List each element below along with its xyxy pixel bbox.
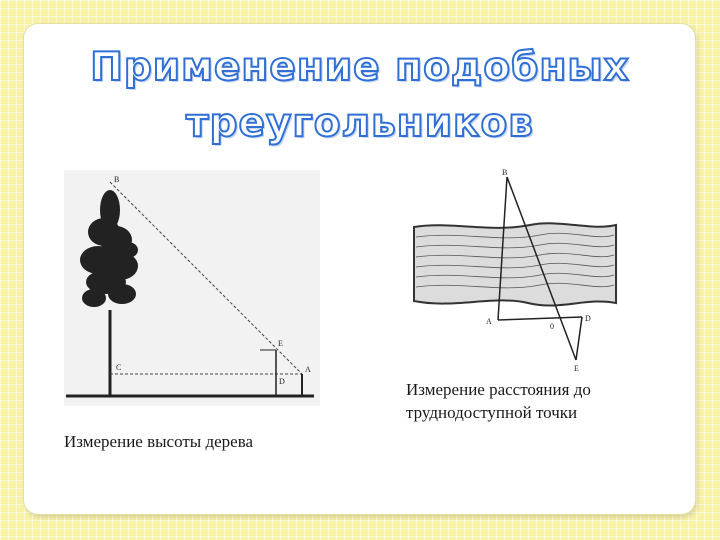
label-d: D: [279, 377, 285, 386]
tree-height-diagram: B E C D A: [64, 170, 320, 406]
line-ba: [497, 176, 508, 321]
line-be: [506, 176, 577, 361]
river-ripples: [415, 232, 615, 289]
label-c: C: [116, 363, 121, 372]
line-de: [575, 316, 583, 361]
label-b: B: [502, 168, 507, 177]
line-ad: [497, 316, 583, 321]
tree-height-figure: B E C D A: [64, 170, 320, 406]
slide-title-line-2: треугольников: [185, 100, 534, 147]
river-caption-line-1: Измерение расстояния до: [406, 380, 591, 399]
tree-foliage: [80, 190, 138, 307]
slide-title-line-1: Применение подобных: [89, 44, 630, 91]
tree-figure-caption: Измерение высоты дерева: [64, 432, 254, 451]
river-figure-caption: Измерение расстояния до труднодоступной …: [406, 378, 706, 424]
label-a: A: [305, 365, 311, 374]
label-e: E: [278, 339, 283, 348]
river-distance-diagram: B A 0 D E: [410, 165, 620, 375]
label-d: D: [585, 314, 591, 323]
river-caption-line-2: труднодоступной точки: [406, 403, 578, 422]
label-b: B: [114, 175, 119, 184]
label-e: E: [574, 364, 579, 373]
sight-line: [109, 181, 303, 375]
label-o: 0: [550, 322, 554, 331]
river-distance-figure: B A 0 D E: [410, 165, 620, 375]
slide-title: Применение подобных треугольников: [0, 40, 720, 152]
label-a: A: [486, 317, 492, 326]
